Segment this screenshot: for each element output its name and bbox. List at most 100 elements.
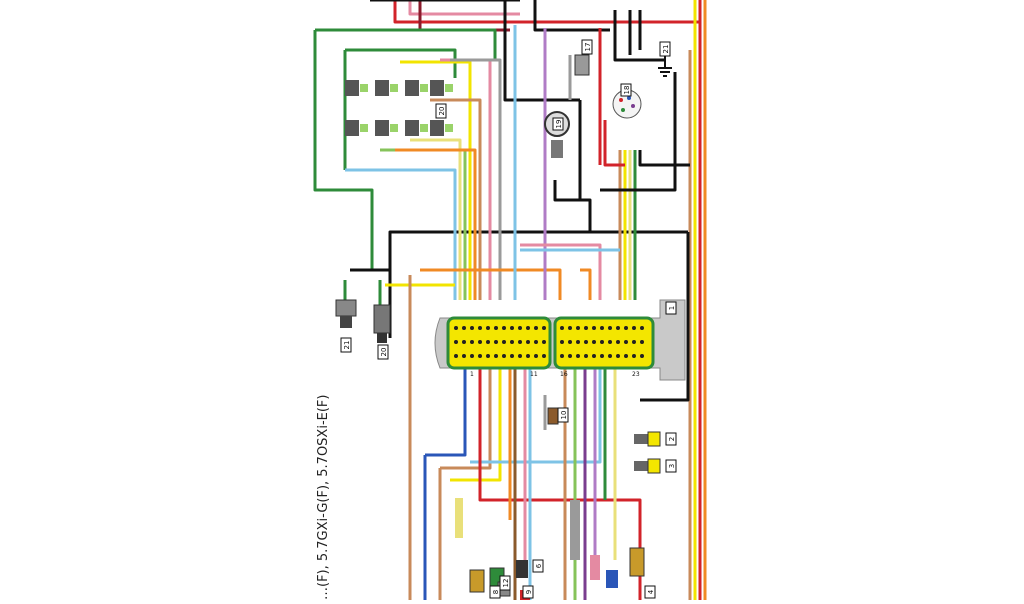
ecm-pin: [462, 340, 466, 344]
svg-text:1: 1: [668, 306, 676, 310]
ecm-pin: [478, 326, 482, 330]
wire-top-red: [393, 0, 700, 24]
ecm-pin: [470, 354, 474, 358]
wire-up-black3: [638, 150, 690, 167]
pin-label-16: 16: [560, 371, 568, 378]
wire-inj-lightyellow: [410, 138, 462, 300]
ecm-pin: [518, 326, 522, 330]
ecm-pin: [640, 326, 644, 330]
svg-text:21: 21: [662, 45, 670, 54]
ecm-pin: [470, 326, 474, 330]
wire-left-yellow: [450, 365, 502, 482]
ecm-pin: [502, 354, 506, 358]
wire-inj-orange: [395, 148, 477, 300]
sensor-3-icon: [634, 458, 661, 474]
fuel-injector-icon: [405, 120, 428, 136]
wire-up-orange: [580, 268, 592, 300]
wire-up-black4: [613, 10, 665, 62]
ecm-pin: [486, 340, 490, 344]
ecm-pin: [600, 354, 604, 358]
svg-text:4: 4: [647, 589, 655, 594]
ecm-pin: [576, 326, 580, 330]
sensor-20-icon: [373, 304, 391, 343]
ecm-pin: [494, 326, 498, 330]
ecm-pin: [542, 354, 546, 358]
svg-text:17: 17: [584, 43, 592, 52]
pin-label-1: 1: [470, 371, 474, 378]
wire-left-tan2: [440, 365, 492, 470]
ecm-pin: [534, 354, 538, 358]
sensor-2-icon: [634, 431, 661, 447]
ecm-pin: [462, 354, 466, 358]
wire-green-inj: [345, 48, 457, 78]
ecm-pin: [568, 354, 572, 358]
svg-text:20: 20: [380, 348, 388, 357]
ecm-pin: [470, 340, 474, 344]
component-label-17: 17: [581, 39, 593, 55]
fuel-injector-icon: [375, 80, 398, 96]
ecm-pin: [624, 354, 628, 358]
ecm-pin: [454, 340, 458, 344]
component-label-10: 10: [557, 407, 569, 423]
fuel-injector-icon: [430, 80, 453, 96]
ecm-pin: [526, 340, 530, 344]
fuel-injector-icon: [345, 120, 368, 136]
component-label-12: 12: [499, 575, 511, 591]
wire-up-pink: [520, 243, 602, 300]
ecm-pins-a: [454, 326, 546, 358]
ecm-pin: [632, 354, 636, 358]
ecm-pin: [486, 354, 490, 358]
ecm-pin: [640, 340, 644, 344]
wire-inj-gray: [450, 58, 502, 300]
wire-up-black7: [600, 72, 677, 192]
ground-icon: [658, 55, 672, 77]
ecm-pin: [584, 354, 588, 358]
ecm-pin: [592, 326, 596, 330]
ecm-pin: [542, 340, 546, 344]
wire-inj-yellow: [400, 60, 472, 300]
component-label-9: 9: [522, 585, 534, 599]
ecm-pin: [616, 354, 620, 358]
svg-text:19: 19: [555, 120, 563, 129]
ecm-pin: [502, 326, 506, 330]
ecm-pin: [608, 340, 612, 344]
ecm-pin: [632, 326, 636, 330]
ecm-pin: [542, 326, 546, 330]
ecm-pin: [624, 326, 628, 330]
ecm-pin: [624, 340, 628, 344]
component-label-20b: 20: [377, 344, 389, 360]
connector-17-icon: [574, 54, 590, 76]
svg-text:18: 18: [623, 86, 631, 95]
ecm-pin: [478, 354, 482, 358]
ecm-pin: [568, 340, 572, 344]
wire-up-red: [603, 120, 625, 167]
ecm-pin: [518, 340, 522, 344]
ecm-pin: [600, 326, 604, 330]
ecm-pins-b: [560, 326, 644, 358]
component-label-1: 1: [665, 301, 677, 315]
labels: 1 2 3 4 6 8 9 10 12 17 18 19 20 21 21 20…: [340, 39, 677, 599]
ecm-module: [434, 299, 686, 381]
wire-left-orange: [420, 268, 562, 300]
svg-text:9: 9: [525, 590, 533, 594]
component-label-3: 3: [665, 459, 677, 473]
ecm-pin: [608, 326, 612, 330]
wire-top-blackmain: [503, 0, 580, 102]
svg-text:10: 10: [560, 411, 568, 420]
ecm-pin: [600, 340, 604, 344]
component-label-19: 19: [552, 117, 564, 131]
ecm-pin: [592, 354, 596, 358]
ecm-pin: [510, 340, 514, 344]
fuel-injector-icon: [375, 120, 398, 136]
ecm-pin: [560, 340, 564, 344]
svg-text:21: 21: [343, 341, 351, 350]
ecm-pin: [560, 354, 564, 358]
ecm-pin: [584, 326, 588, 330]
injector-row-top: [345, 80, 453, 96]
component-label-2: 2: [665, 432, 677, 446]
ecm-pin: [518, 354, 522, 358]
fuel-injector-icon: [345, 80, 368, 96]
ecm-pin: [454, 326, 458, 330]
component-label-6: 6: [532, 559, 544, 573]
